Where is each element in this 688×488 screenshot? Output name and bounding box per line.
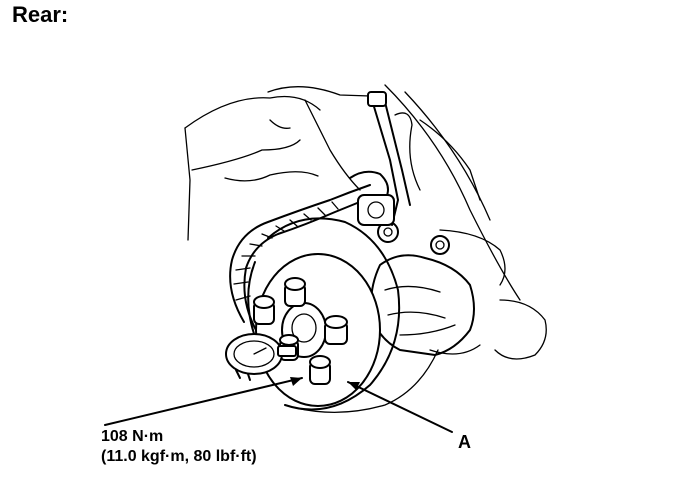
torque-spec-alt-units: (11.0 kgf·m, 80 lbf·ft): [101, 448, 257, 465]
torque-leader-line: [104, 377, 303, 426]
suspension-background: [184, 84, 547, 360]
wheel-stud: [324, 315, 348, 345]
dial-indicator-gauge: [225, 333, 297, 381]
label-a-leader-line: [347, 381, 453, 433]
torque-spec-nm: 108 N·m: [101, 428, 164, 445]
dial-indicator-arm: [229, 170, 395, 331]
callout-label-a: A: [458, 432, 471, 452]
label-a-arrowhead: [348, 382, 360, 390]
wheel-stud: [284, 277, 306, 307]
wheel-stud: [253, 295, 275, 325]
wheel-stud: [309, 355, 331, 385]
section-title: Rear:: [12, 2, 69, 27]
brake-caliper: [367, 91, 475, 356]
wheel-hub: [253, 253, 381, 407]
torque-leader-arrowhead: [290, 377, 302, 386]
